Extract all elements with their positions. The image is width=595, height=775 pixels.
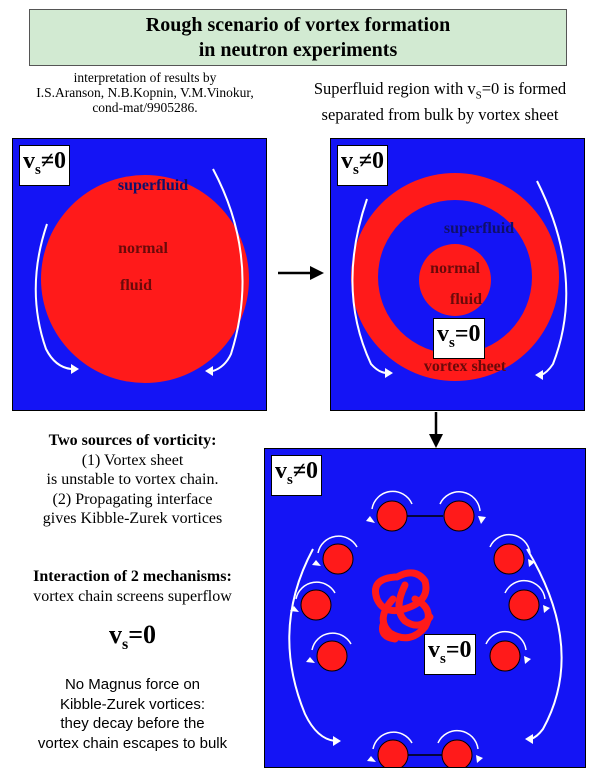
panel-vortex-sheet: superfluid normal fluid vortex sheet vs≠… [330, 138, 585, 411]
inner-normal-region [419, 244, 491, 316]
caption-top-line2: separated from bulk by vortex sheet [321, 105, 559, 125]
normal-fluid-region [41, 175, 249, 383]
title-line1: Rough scenario of vortex formation [145, 14, 451, 36]
flow-arrow-left-2 [351, 198, 388, 374]
footer-line2: Kibble-Zurek vortices: [59, 695, 206, 713]
vortex-5 [290, 581, 336, 621]
outer-flow-left [288, 548, 336, 742]
item1-b: is unstable to vortex chain. [46, 471, 219, 488]
vortex-3 [312, 535, 358, 575]
outer-flow-arrowhead-left [333, 736, 341, 746]
vortex-sheet-label: vortex sheet [424, 358, 507, 375]
credit-line2: I.S.Aranson, N.B.Kopnin, V.M.Vinokur, [36, 85, 254, 100]
outer-flow-arrowhead-right [525, 734, 533, 744]
arrow-right-icon [278, 266, 324, 280]
kibble-zurek-tangle [372, 569, 434, 643]
explanation-block-1: Two sources of vorticity: (1) Vortex she… [0, 431, 265, 529]
normal-label: normal [118, 240, 168, 257]
footer-line4: vortex chain escapes to bulk [37, 734, 228, 752]
panel-vortex-chain: vs≠0 vs=0 [264, 448, 586, 768]
footer-line3: they decay before the [60, 715, 205, 732]
flow-arrowhead-left [71, 364, 79, 374]
vortex-8 [485, 630, 531, 672]
vortex-1 [366, 490, 413, 532]
flow-arrowhead-left-2 [385, 368, 393, 378]
item1-a: (1) Vortex sheet [81, 451, 184, 469]
footer-line1: No Magnus force on [64, 676, 201, 693]
flow-arrow-right [212, 168, 244, 372]
explanation-block-2: Interaction of 2 mechanisms: vortex chai… [0, 567, 265, 606]
inner-fluid-label: fluid [450, 291, 482, 308]
screening-line: vortex chain screens superflow [33, 587, 232, 605]
vortex-6 [504, 579, 550, 621]
vs-eq-zero-label-2: vs=0 [424, 634, 476, 675]
vs-neq-zero-label-3: vs≠0 [271, 455, 323, 496]
vortex-4 [489, 533, 535, 575]
credit-line1: interpretation of results by [73, 70, 217, 85]
outer-flow-right [526, 548, 563, 740]
caption-top: Superfluid region with vS=0 is formed se… [290, 79, 590, 125]
title-box: Rough scenario of vortex formation in ne… [29, 9, 567, 66]
inner-normal-label: normal [430, 260, 480, 277]
heading-sources: Two sources of vorticity: [48, 432, 217, 449]
vortex-9 [367, 731, 413, 767]
item2-a: (2) Propagating interface [52, 490, 213, 508]
vortex-10 [437, 729, 483, 767]
title-line2: in neutron experiments [198, 39, 398, 61]
heading-interaction: Interaction of 2 mechanisms: [33, 568, 232, 585]
vs-eq-zero-label: vs=0 [433, 318, 485, 359]
superfluid-label: superfluid [118, 177, 188, 194]
ring-superfluid-label: superfluid [444, 220, 514, 237]
vs-neq-zero-label: vs≠0 [19, 145, 71, 186]
panel-initial-svg: superfluid normal fluid [34, 168, 249, 383]
panel-vortex-chain-svg [288, 490, 563, 767]
fluid-label: fluid [120, 277, 152, 294]
vortex-7 [306, 632, 352, 672]
vortex-2 [439, 491, 486, 532]
caption-top-line1: Superfluid region with vS=0 is formed [313, 79, 567, 102]
credit: interpretation of results by I.S.Aranson… [0, 70, 290, 115]
arrow-down-icon [429, 412, 443, 448]
panel-vortex-sheet-svg: superfluid normal fluid vortex sheet [351, 173, 568, 381]
flow-arrowhead-right-2 [535, 370, 543, 380]
flow-arrow-right-2 [536, 180, 568, 376]
item2-b: gives Kibble-Zurek vortices [42, 510, 223, 527]
vs-eq-zero-big: vs=0 [108, 620, 157, 654]
explanation-block-3: No Magnus force on Kibble-Zurek vortices… [0, 675, 265, 753]
vs-neq-zero-label-2: vs≠0 [337, 145, 389, 186]
flow-arrowhead-right [205, 366, 213, 376]
panel-initial: superfluid normal fluid vs≠0 [12, 138, 267, 411]
flow-arrow-left [34, 223, 72, 370]
credit-line3: cond-mat/9905286. [92, 100, 198, 115]
